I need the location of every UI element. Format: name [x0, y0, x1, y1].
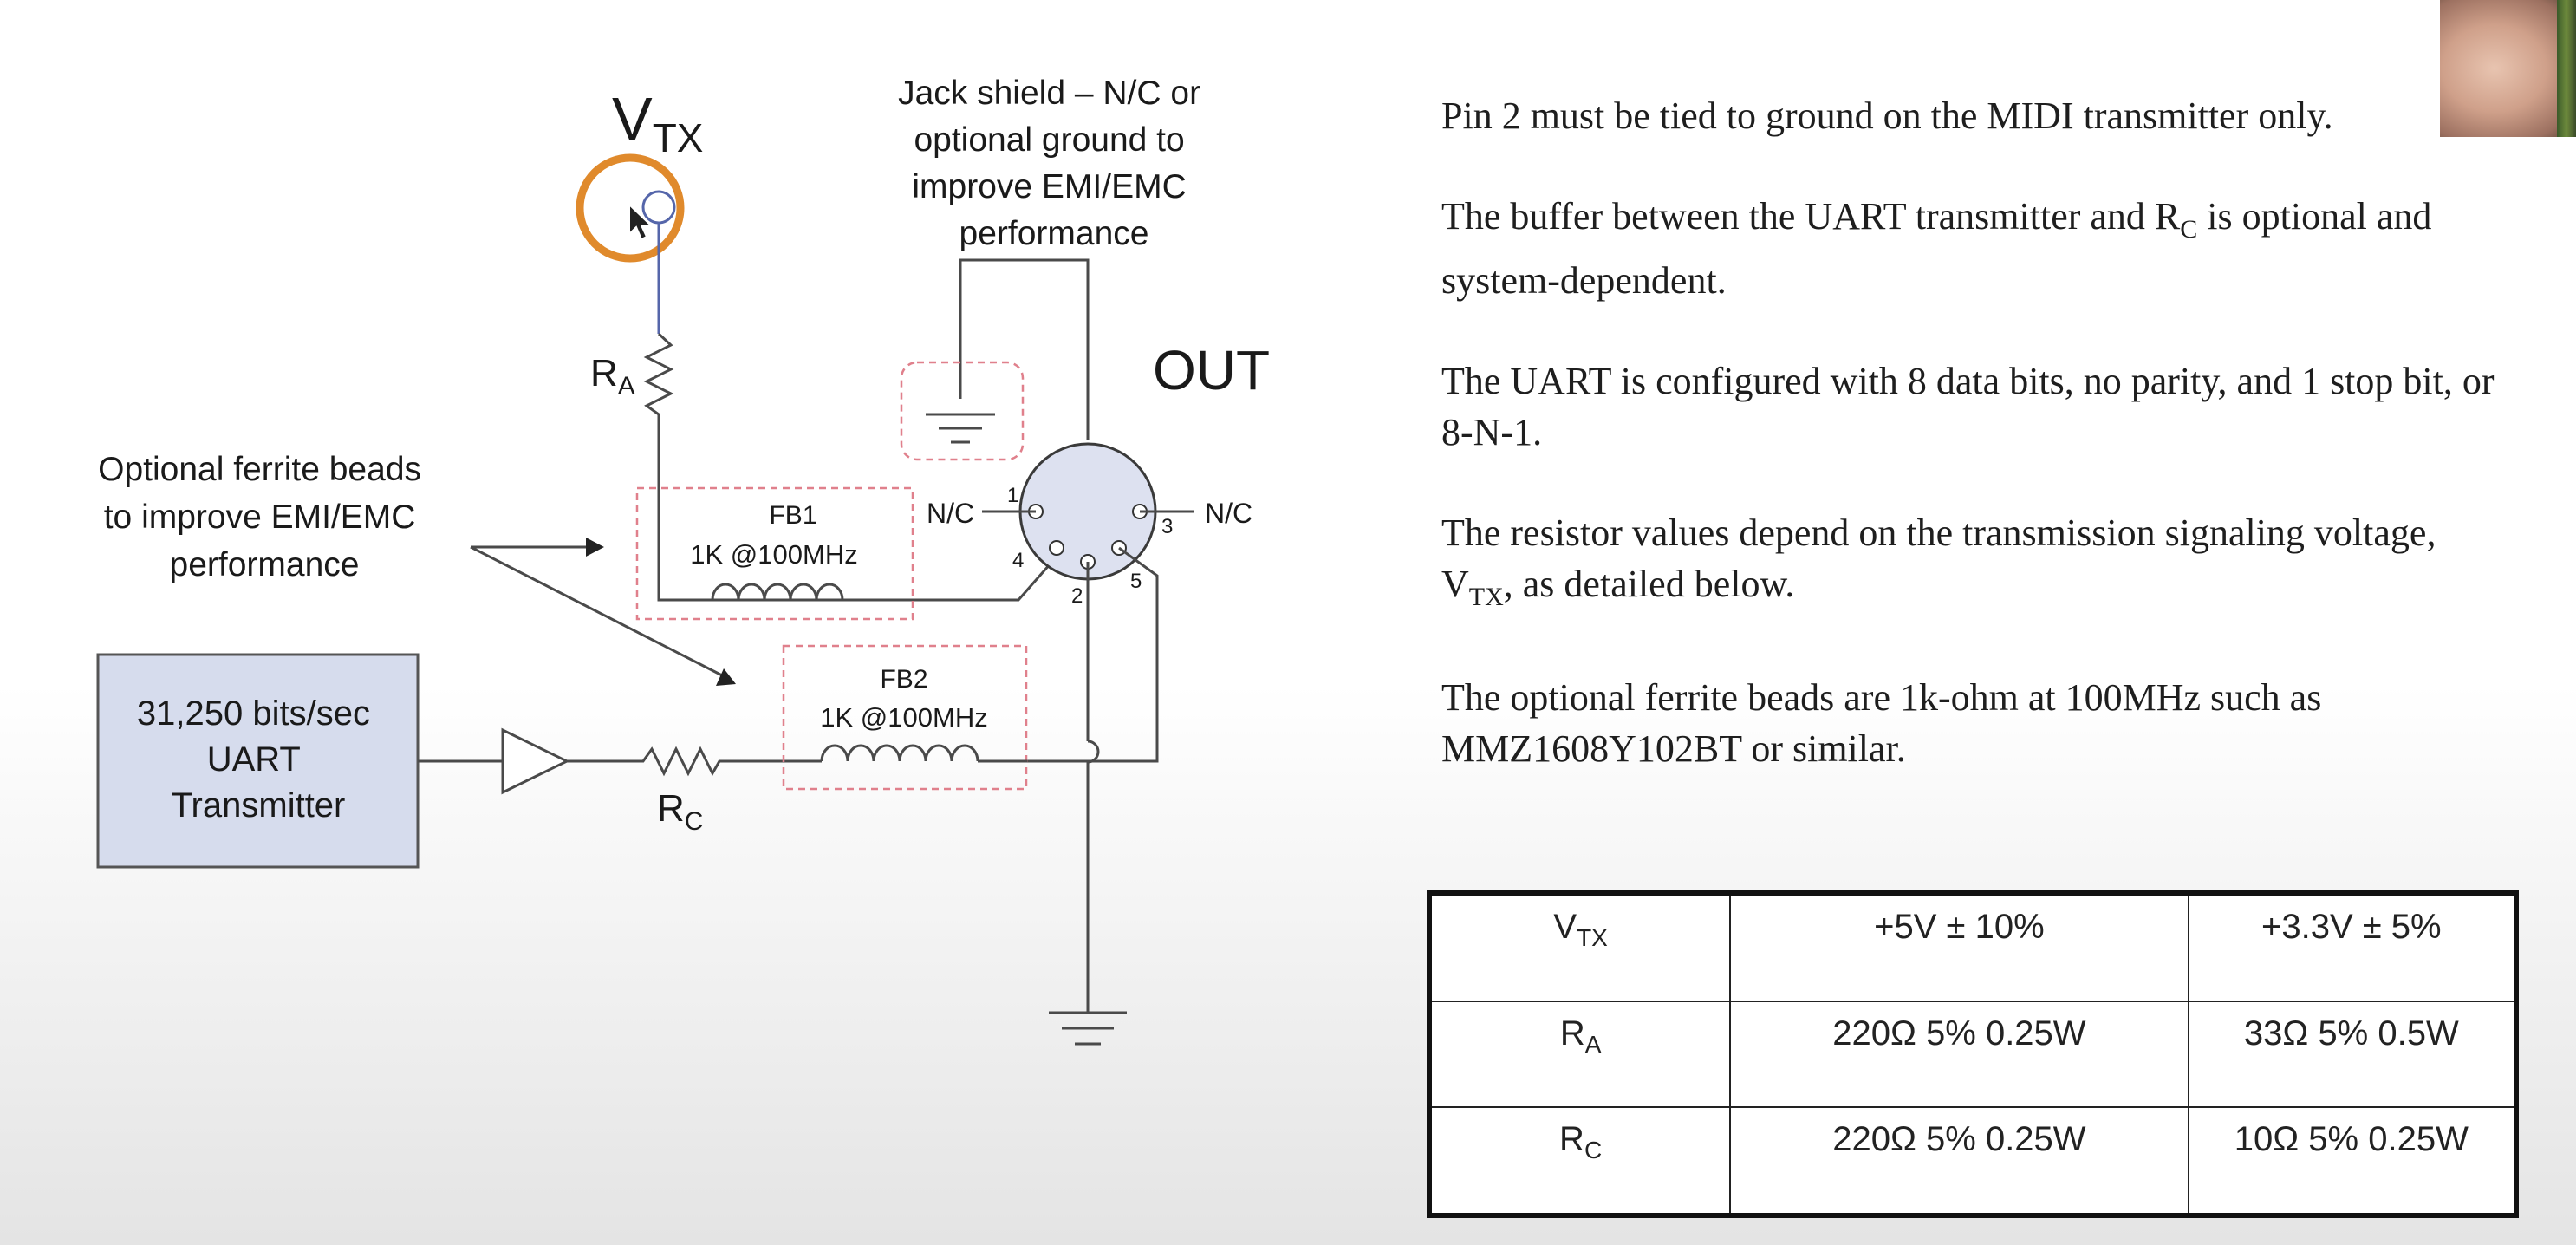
midi-out-schematic: VTX RA FB1 1K @100MHz Jack shield – N/C … [96, 75, 1270, 1046]
note-pin2-ground: Pin 2 must be tied to ground on the MIDI… [1441, 95, 2333, 137]
table-header-vtx: VTX [1428, 891, 1732, 1003]
uart-label: 31,250 bits/sec UART Transmitter [137, 694, 380, 825]
note-ferrite-beads: The optional ferrite beads are 1k-ohm at… [1441, 675, 2322, 770]
fb1-value: 1K @100MHz [690, 539, 857, 570]
fb2-inductor [820, 744, 979, 762]
table-row: VTX +5V ± 10% +3.3V ± 5% [1428, 891, 2518, 1003]
vtx-label: VTX [612, 85, 703, 160]
table-cell: 33Ω 5% 0.5W [2187, 1001, 2518, 1108]
table-cell: 220Ω 5% 0.25W [1729, 1001, 2189, 1108]
table-cell-rc: RC [1428, 1105, 1732, 1217]
nc-left-label: N/C [927, 498, 974, 529]
resistor-values-table: VTX +5V ± 10% +3.3V ± 5% RA 220Ω 5% 0.25… [1427, 890, 2519, 1218]
note-uart-config: The UART is configured with 8 data bits,… [1441, 359, 2495, 453]
fb2-name: FB2 [880, 665, 927, 694]
fb2-value: 1K @100MHz [820, 702, 987, 733]
pin-1-label: 1 [1007, 484, 1018, 507]
note-resistor-values: The resistor values depend on the transm… [1441, 511, 2436, 611]
table-cell-ra: RA [1428, 1001, 1732, 1108]
ra-label: RA [590, 352, 635, 401]
notes-panel: Pin 2 must be tied to ground on the MIDI… [1441, 90, 2508, 824]
highlight-ring [576, 153, 685, 263]
vtx-terminal-circle[interactable] [641, 190, 676, 225]
din-pin-4 [1049, 540, 1064, 556]
jack-shield-note: Jack shield – N/C or optional ground to … [898, 75, 1210, 252]
note-buffer-optional: The buffer between the UART transmitter … [1441, 195, 2432, 302]
fb2-ferrite-box [782, 644, 1028, 791]
nc-right-label: N/C [1205, 498, 1252, 529]
fb1-ferrite-box [635, 486, 914, 621]
mouse-cursor-icon [628, 202, 654, 241]
buffer-triangle [501, 727, 570, 795]
presenter-webcam-thumbnail [2440, 0, 2576, 137]
table-header-5v: +5V ± 10% [1729, 891, 2189, 1003]
pin-4-label: 4 [1012, 549, 1024, 572]
arrow-to-fb1 [586, 538, 604, 557]
rc-resistor [567, 746, 822, 777]
optional-ground-box [900, 361, 1025, 461]
ra-resistor [643, 332, 1058, 602]
table-header-3v3: +3.3V ± 5% [2187, 891, 2518, 1003]
pin-3-label: 3 [1161, 515, 1173, 538]
fb1-name: FB1 [769, 501, 816, 530]
table-cell: 10Ω 5% 0.25W [2187, 1105, 2518, 1217]
fb1-inductor [711, 583, 844, 601]
uart-transmitter-box [96, 653, 420, 869]
arrow-to-fb2 [716, 668, 736, 686]
table-row: RC 220Ω 5% 0.25W 10Ω 5% 0.25W [1428, 1105, 2518, 1217]
ferrite-note: Optional ferrite beads to improve EMI/EM… [98, 451, 431, 583]
table-cell: 220Ω 5% 0.25W [1729, 1105, 2189, 1217]
pin-2-label: 2 [1071, 584, 1083, 608]
out-label: OUT [1153, 339, 1270, 401]
pin-5-label: 5 [1130, 570, 1142, 593]
table-row: RA 220Ω 5% 0.25W 33Ω 5% 0.5W [1428, 1001, 2518, 1108]
rc-label: RC [657, 787, 703, 836]
